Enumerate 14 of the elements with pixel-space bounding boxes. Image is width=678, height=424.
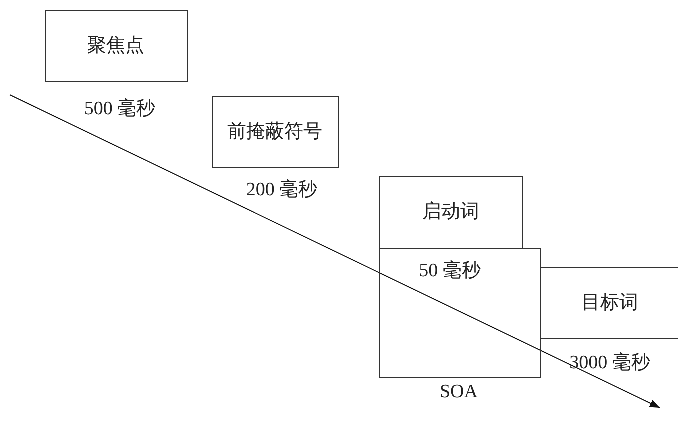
stimulus-box <box>212 96 339 168</box>
interval-label: SOA <box>440 382 478 402</box>
duration-label: 3000 毫秒 <box>570 354 650 372</box>
duration-label: 50 毫秒 <box>419 262 481 280</box>
stimulus-label: 前掩蔽符号 <box>228 122 322 142</box>
stimulus-label: 目标词 <box>582 294 638 312</box>
duration-label: 500 毫秒 <box>84 100 156 118</box>
stimulus-box <box>540 267 678 339</box>
interval-box <box>379 248 541 378</box>
stimulus-label: 聚焦点 <box>88 36 144 56</box>
stimulus-box <box>45 10 188 82</box>
stimulus-box <box>379 176 523 249</box>
duration-label: 200 毫秒 <box>246 180 318 200</box>
stimulus-label: 启动词 <box>422 202 480 222</box>
